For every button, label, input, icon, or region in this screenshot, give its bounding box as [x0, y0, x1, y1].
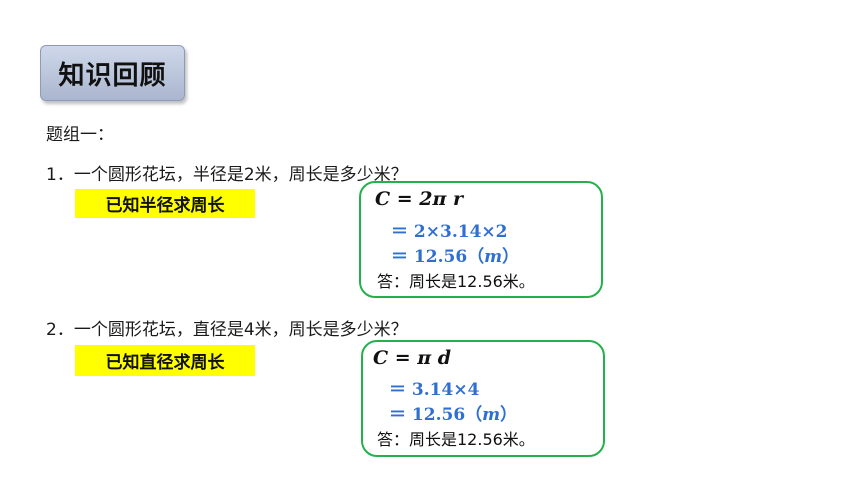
calc-step-2a: ＝ 3.14×4 — [389, 380, 480, 400]
question-2: 2．一个圆形花坛，直径是4米，周长是多少米？ — [46, 320, 408, 340]
unit-open-2: （ — [465, 405, 483, 425]
hint-tag-2: 已知直径求周长 — [75, 345, 255, 376]
section-title-box: 知识回顾 — [40, 45, 185, 101]
calc-value-2: ＝ 12.56 — [389, 405, 466, 425]
calc-step-2b: ＝ 12.56（m） — [389, 400, 517, 425]
calc-value-1: ＝ 12.56 — [391, 247, 468, 267]
calc-step-1a: ＝ 2×3.14×2 — [391, 222, 508, 242]
formula-1: C = 2π r — [375, 188, 464, 210]
unit-close-1: ） — [502, 247, 520, 267]
formula-2: C = π d — [373, 347, 452, 369]
unit-1: m — [484, 247, 503, 267]
question-1: 1．一个圆形花坛，半径是2米，周长是多少米？ — [46, 165, 408, 185]
group-label: 题组一： — [46, 125, 114, 145]
hint-tag-1: 已知半径求周长 — [75, 189, 255, 218]
unit-open-1: （ — [467, 247, 485, 267]
section-title: 知识回顾 — [58, 60, 167, 91]
unit-close-2: ） — [500, 405, 518, 425]
answer-1: 答：周长是12.56米。 — [377, 272, 535, 291]
calc-step-1b: ＝ 12.56（m） — [391, 242, 519, 267]
answer-2: 答：周长是12.56米。 — [377, 430, 535, 449]
solution-box-1: C = 2π r ＝ 2×3.14×2 ＝ 12.56（m） 答：周长是12.5… — [359, 181, 603, 298]
unit-2: m — [482, 405, 501, 425]
solution-box-2: C = π d ＝ 3.14×4 ＝ 12.56（m） 答：周长是12.56米。 — [361, 340, 605, 457]
